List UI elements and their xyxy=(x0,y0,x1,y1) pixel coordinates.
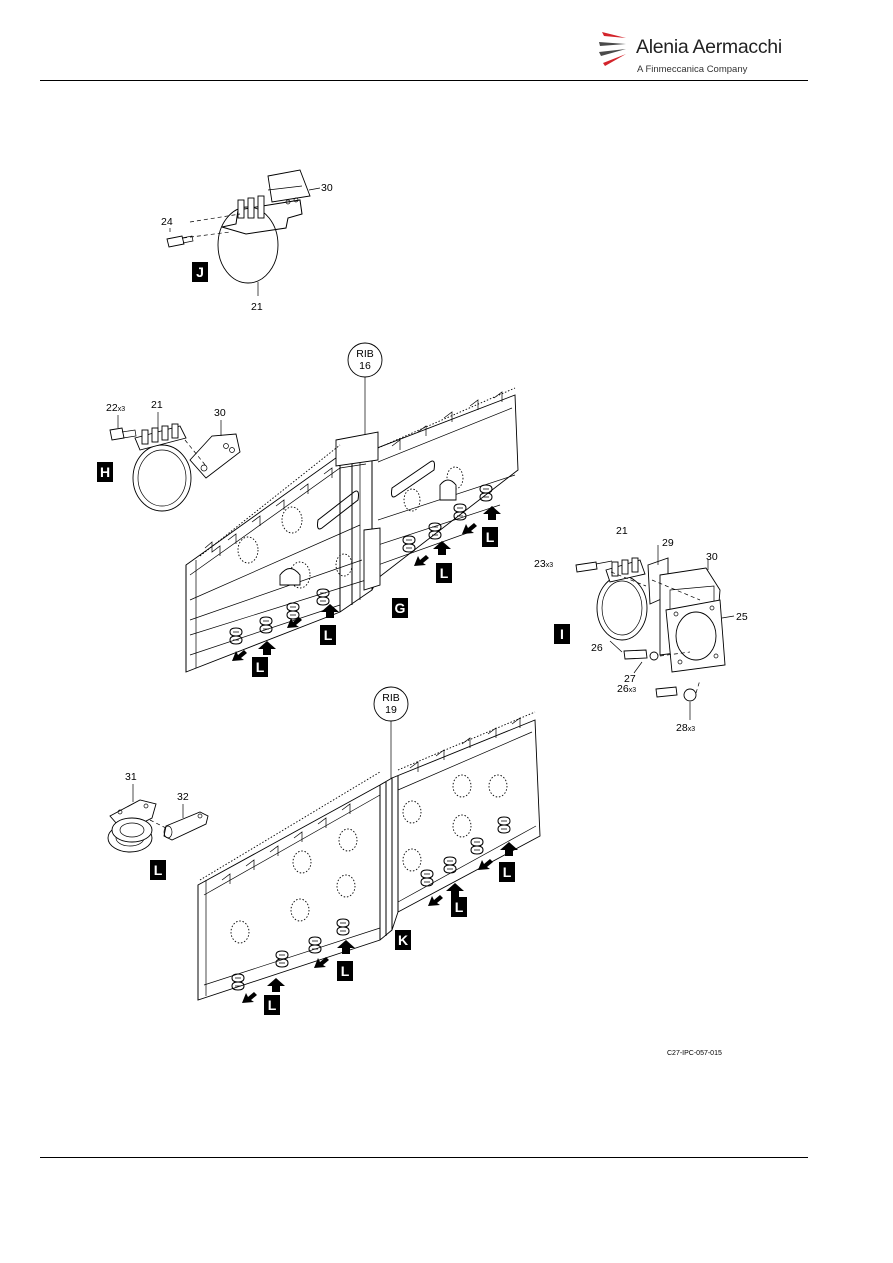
svg-text:L: L xyxy=(486,529,495,545)
rib-16-panel xyxy=(185,387,519,673)
figure-code: C27-IPC-057-015 xyxy=(667,1050,722,1057)
item-27-callout: 27 xyxy=(624,673,636,685)
item-26-callout: 26 xyxy=(591,642,603,654)
company-name: Alenia Aermacchi xyxy=(636,36,782,58)
svg-text:16: 16 xyxy=(359,360,371,372)
svg-text:K: K xyxy=(398,932,408,948)
rib-19-callout: RIB 19 xyxy=(373,686,409,780)
view-k-reference: K xyxy=(395,930,411,950)
rib-16-view-l-ref-2: L xyxy=(320,625,336,645)
view-i-assembly xyxy=(575,545,735,720)
item-23-callout: 23x3 xyxy=(534,558,553,570)
header-rule xyxy=(40,80,808,81)
svg-text:L: L xyxy=(503,864,512,880)
view-i-reference: I xyxy=(554,624,570,644)
item-29-callout: 29 xyxy=(662,537,674,549)
item-30-h-callout: 30 xyxy=(214,407,226,419)
rib-19-view-l-ref-1: L xyxy=(264,995,280,1015)
svg-text:L: L xyxy=(154,862,163,878)
item-30-i-callout: 30 xyxy=(706,551,718,563)
item-32-callout: 32 xyxy=(177,791,189,803)
rib-19-view-l-ref-4: L xyxy=(499,862,515,882)
item-30-callout: 30 xyxy=(321,182,333,194)
svg-text:G: G xyxy=(395,600,406,616)
footer-rule xyxy=(40,1157,808,1158)
view-j-assembly xyxy=(166,169,321,296)
rib-19-view-l-ref-3: L xyxy=(451,897,467,917)
rib-16-view-l-ref-1: L xyxy=(252,657,268,677)
rib-16-view-l-ref-4: L xyxy=(482,527,498,547)
svg-text:J: J xyxy=(196,264,204,280)
logo-mark-icon xyxy=(599,32,626,66)
item-31-callout: 31 xyxy=(125,771,137,783)
svg-text:RIB: RIB xyxy=(356,348,374,360)
rib-19-panel xyxy=(197,711,541,1001)
view-l-reference: L xyxy=(150,860,166,880)
item-28-callout: 28x3 xyxy=(676,722,695,734)
svg-text:19: 19 xyxy=(385,704,397,716)
view-j-reference: J xyxy=(192,262,208,282)
view-l-detail xyxy=(107,784,209,853)
svg-text:L: L xyxy=(256,659,265,675)
item-22-callout: 22x3 xyxy=(106,402,125,414)
item-21-i-callout: 21 xyxy=(616,525,628,537)
svg-text:L: L xyxy=(324,627,333,643)
view-h-reference: H xyxy=(97,462,113,482)
item-21-h-callout: 21 xyxy=(151,399,163,411)
svg-text:L: L xyxy=(268,997,277,1013)
item-25-callout: 25 xyxy=(736,611,748,623)
item-21-callout: 21 xyxy=(251,301,263,313)
svg-text:RIB: RIB xyxy=(382,692,400,704)
view-g-reference: G xyxy=(392,598,408,618)
item-26-x3-callout: 26x3 xyxy=(617,683,636,695)
svg-text:I: I xyxy=(560,626,564,642)
view-h-assembly xyxy=(109,412,241,512)
company-logo: Alenia Aermacchi A Finmeccanica Company xyxy=(596,26,796,86)
svg-text:L: L xyxy=(455,899,464,915)
svg-text:L: L xyxy=(341,963,350,979)
rib-19-view-l-ref-2: L xyxy=(337,961,353,981)
item-24-callout: 24 xyxy=(161,216,173,228)
company-subtitle: A Finmeccanica Company xyxy=(637,64,748,75)
svg-text:H: H xyxy=(100,464,110,480)
svg-text:L: L xyxy=(440,565,449,581)
rib-16-callout: RIB 16 xyxy=(347,342,383,445)
rib-16-view-l-ref-3: L xyxy=(436,563,452,583)
